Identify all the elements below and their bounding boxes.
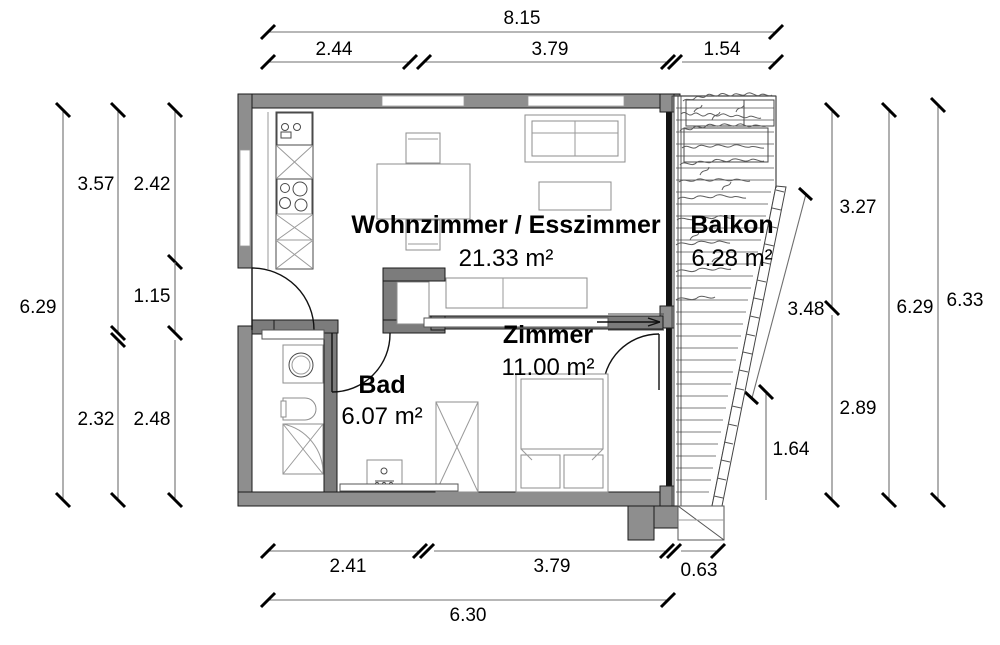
dimension-right-inner-1-label: 3.27 — [840, 197, 877, 218]
room-label-wohnzimmer: Wohnzimmer / Esszimmer — [351, 211, 661, 239]
room-label-bad: Bad — [358, 371, 405, 399]
room-zimmer: Zimmer 11.00 m² — [423, 313, 664, 493]
door-entry — [251, 267, 315, 331]
dimension-right-short-label: 1.64 — [773, 439, 810, 460]
room-bad: Bad 6.07 m² — [261, 329, 459, 492]
dimension-right-diagonal: 3.48 — [743, 186, 825, 406]
dimension-left-inner-1-label: 2.42 — [134, 174, 171, 195]
dimension-left-middle-1-label: 3.57 — [78, 174, 115, 195]
dimension-left-middle: 3.57 2.32 — [78, 101, 127, 509]
toilet — [280, 397, 317, 421]
dimension-left-inner-3-label: 2.48 — [134, 409, 171, 430]
dimension-right-inner: 3.27 2.89 — [823, 101, 877, 509]
shelf-unit — [396, 281, 430, 325]
room-label-balkon: Balkon — [690, 211, 773, 239]
dimension-left-outer-label: 6.29 — [20, 297, 57, 318]
kitchen-counter — [267, 111, 314, 270]
dimension-right-short: 1.64 — [757, 383, 810, 500]
coffee-table — [538, 181, 612, 211]
bed — [515, 373, 609, 493]
dimension-top-overall-label: 8.15 — [504, 8, 541, 29]
balkon-plants — [675, 92, 773, 301]
dimension-bottom-segment-3-label: 0.63 — [681, 560, 718, 581]
sofa — [524, 114, 626, 163]
room-area-zimmer: 11.00 m² — [502, 354, 595, 381]
bottom-right-structure — [627, 505, 725, 541]
wardrobe — [435, 401, 479, 493]
dimension-top-segments: 2.44 3.79 1.54 — [259, 39, 785, 71]
windows — [239, 95, 625, 247]
dimension-top-segment-1-label: 2.44 — [316, 39, 353, 60]
dimension-right-outer: 6.33 — [929, 96, 984, 509]
dimension-bottom-overall-label: 6.30 — [450, 605, 487, 626]
dining-table — [376, 132, 471, 251]
dimension-top-overall: 8.15 — [259, 8, 785, 41]
balkon-decking — [676, 107, 774, 493]
room-balkon: Balkon 6.28 m² — [671, 92, 787, 507]
sideboard — [445, 277, 588, 309]
dimension-right-inner-2-label: 2.89 — [840, 398, 877, 419]
dimension-left-middle-2-label: 2.32 — [78, 409, 115, 430]
dimension-left-outer: 6.29 — [20, 101, 72, 509]
room-wohnzimmer: Wohnzimmer / Esszimmer 21.33 m² — [267, 111, 661, 325]
dimension-left-inner-2-label: 1.15 — [134, 286, 171, 307]
washing-machine — [282, 344, 324, 384]
dimension-left-inner: 2.42 1.15 2.48 — [134, 101, 184, 509]
room-area-bad: 6.07 m² — [341, 403, 422, 430]
dimension-right-middle: 6.29 — [880, 101, 934, 509]
dimension-right-middle-label: 6.29 — [897, 297, 934, 318]
dimension-bottom-segments: 2.41 3.79 0.63 — [259, 542, 727, 581]
dimension-bottom-segment-2-label: 3.79 — [534, 556, 571, 577]
dimension-top-segment-2-label: 3.79 — [532, 39, 569, 60]
dimension-bottom-segment-1-label: 2.41 — [330, 556, 367, 577]
shower — [282, 423, 324, 475]
dimension-right-diagonal-label: 3.48 — [788, 299, 825, 320]
room-area-wohnzimmer: 21.33 m² — [459, 245, 554, 272]
room-area-balkon: 6.28 m² — [691, 245, 772, 272]
dimension-top-segment-3-label: 1.54 — [704, 39, 741, 60]
dimension-bottom-overall: 6.30 — [259, 591, 677, 626]
dimension-right-outer-label: 6.33 — [947, 290, 984, 311]
room-label-zimmer: Zimmer — [503, 321, 594, 349]
balkon-facade-railing — [671, 95, 682, 507]
